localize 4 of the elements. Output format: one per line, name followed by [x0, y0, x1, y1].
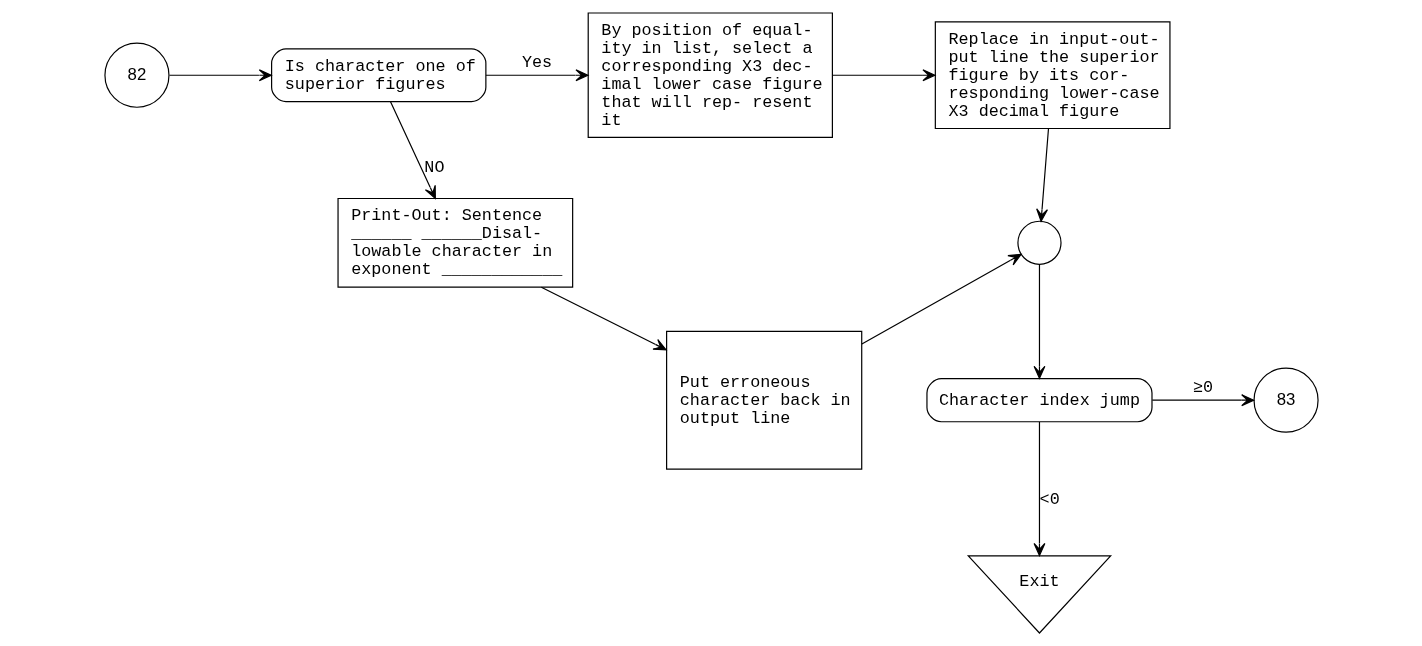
- edge-label: Yes: [521, 53, 552, 73]
- edge-label: NO: [423, 158, 444, 178]
- edge-label: ≥0: [1192, 378, 1213, 398]
- edge-label: <0: [1039, 489, 1060, 509]
